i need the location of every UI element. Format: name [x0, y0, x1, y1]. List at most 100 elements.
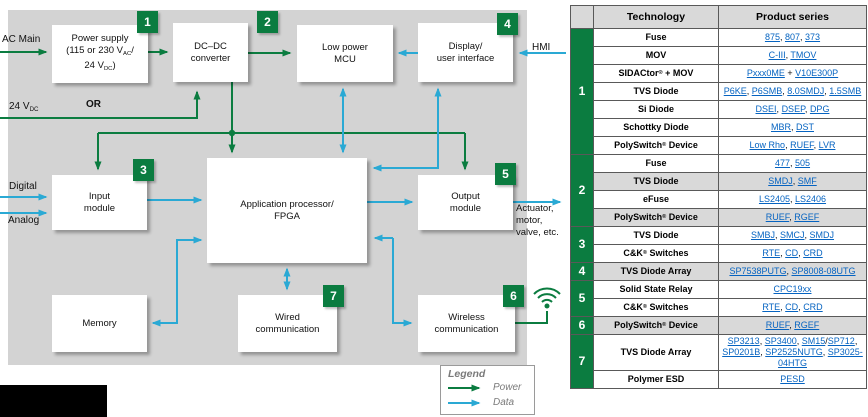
badge-3: 3	[133, 159, 154, 181]
product-link[interactable]: DPG	[809, 104, 830, 114]
product-series-cell: RUEF, RGEF	[718, 316, 867, 335]
block-label: Display/user interface	[436, 40, 495, 64]
technology-cell: Fuse	[593, 154, 719, 173]
product-link[interactable]: CRD	[803, 302, 823, 312]
product-link[interactable]: CD	[785, 302, 799, 312]
product-link[interactable]: SMBJ	[750, 230, 775, 240]
product-link[interactable]: SP8008-08UTG	[791, 266, 856, 276]
technology-cell: eFuse	[593, 190, 719, 209]
separator-text: ,	[760, 347, 766, 357]
product-link[interactable]: DST	[796, 122, 814, 132]
block-app-processor: Application processor/FPGA	[207, 158, 367, 263]
product-link[interactable]: DSEP	[781, 104, 805, 114]
product-link[interactable]: SMDJ	[768, 176, 793, 186]
product-link[interactable]: SP0201B	[722, 347, 761, 357]
product-link[interactable]: LVR	[818, 140, 836, 150]
header-technology: Technology	[593, 5, 719, 29]
product-link[interactable]: SP3400	[764, 336, 797, 346]
legend-data-label: Data	[493, 397, 515, 408]
product-link[interactable]: 1.5SMB	[829, 86, 862, 96]
product-series-cell: SP7538PUTG, SP8008-08UTG	[718, 262, 867, 281]
product-series-cell: MBR, DST	[718, 118, 867, 137]
product-link[interactable]: Pxxx0ME	[746, 68, 785, 78]
technology-cell: SIDACtor® + MOV	[593, 64, 719, 83]
product-series-cell: 477, 505	[718, 154, 867, 173]
badge-7: 7	[323, 285, 344, 307]
product-series-cell: RUEF, RGEF	[718, 208, 867, 227]
product-link[interactable]: P6SMB	[751, 86, 783, 96]
separator-text: ,	[804, 230, 810, 240]
product-link[interactable]: RUEF	[790, 140, 814, 150]
product-series-cell: C-III, TMOV	[718, 46, 867, 65]
product-link[interactable]: RGEF	[794, 212, 820, 222]
technology-cell: PolySwitch® Device	[593, 136, 719, 155]
separator-text: ,	[789, 320, 795, 330]
product-series-cell: SP3213, SP3400, SM15/SP712, SP0201B, SP2…	[718, 334, 867, 371]
product-link[interactable]: SMDJ	[809, 230, 835, 240]
product-link[interactable]: 807	[784, 32, 801, 42]
label-ac-main: AC Main	[2, 34, 41, 45]
separator-text: /	[825, 336, 828, 346]
product-link[interactable]: SP712	[827, 336, 855, 346]
product-link[interactable]: RTE	[762, 302, 781, 312]
product-link[interactable]: LS2406	[795, 194, 827, 204]
product-series-cell: CPC19xx	[718, 280, 867, 299]
technology-cell: Solid State Relay	[593, 280, 719, 299]
product-link[interactable]: LS2405	[758, 194, 790, 204]
product-link[interactable]: CRD	[803, 248, 823, 258]
product-link[interactable]: 373	[805, 32, 821, 42]
label-analog: Analog	[8, 215, 40, 226]
product-link[interactable]: P6KE	[723, 86, 747, 96]
product-link[interactable]: RUEF	[765, 212, 790, 222]
wifi-icon	[533, 287, 561, 303]
product-link[interactable]: 8.0SMDJ	[787, 86, 825, 96]
technology-cell: TVS Diode	[593, 82, 719, 101]
product-link[interactable]: SP7538PUTG	[729, 266, 787, 276]
product-link[interactable]: SP3025-04HTG	[777, 347, 863, 368]
technology-cell: TVS Diode Array	[593, 262, 719, 281]
group-number-cell: 2	[570, 154, 594, 227]
product-link[interactable]: SM15	[801, 336, 826, 346]
product-link[interactable]: 875	[764, 32, 780, 42]
product-link[interactable]: C-III	[768, 50, 786, 60]
product-link[interactable]: SMCJ	[780, 230, 805, 240]
product-link[interactable]: DSEI	[755, 104, 777, 114]
label-digital: Digital	[9, 181, 37, 192]
product-series-cell: LS2405, LS2406	[718, 190, 867, 209]
product-link[interactable]: MBR	[770, 122, 791, 132]
separator-text: ,	[782, 86, 788, 96]
product-link[interactable]: Low Rho	[749, 140, 786, 150]
product-link[interactable]: V10E300P	[795, 68, 839, 78]
product-link[interactable]: 505	[795, 158, 811, 168]
product-link[interactable]: CD	[785, 248, 799, 258]
badge-2: 2	[257, 11, 278, 33]
product-link[interactable]: SP3213	[727, 336, 760, 346]
table-header-row: Technology Product series	[570, 5, 867, 29]
product-link[interactable]: SMF	[797, 176, 817, 186]
product-link[interactable]: RTE	[762, 248, 781, 258]
product-link[interactable]: SP2525NUTG	[765, 347, 823, 357]
product-link[interactable]: RGEF	[794, 320, 820, 330]
product-link[interactable]: CPC19xx	[773, 284, 812, 294]
product-link[interactable]: RUEF	[765, 320, 790, 330]
product-link[interactable]: TMOV	[790, 50, 817, 60]
separator-text: +	[784, 68, 796, 78]
product-series-cell: Low Rho, RUEF, LVR	[718, 136, 867, 155]
product-link[interactable]: PESD	[780, 374, 805, 384]
product-link[interactable]: 477	[774, 158, 790, 168]
technology-cell: MOV	[593, 46, 719, 65]
group-number-cell: 1	[570, 28, 594, 155]
separator-text: ,	[746, 86, 752, 96]
table-row: SIDACtor® + MOV Pxxx0ME + V10E300P	[571, 64, 867, 83]
